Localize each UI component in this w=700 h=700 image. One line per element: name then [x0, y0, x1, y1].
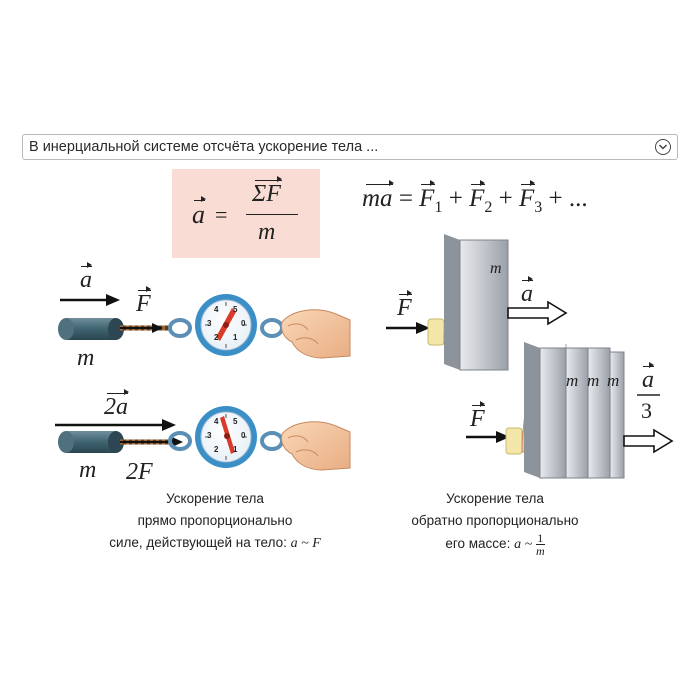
formula-right-lhs: ma [362, 179, 394, 212]
dial1-num-1: 1 [233, 333, 238, 342]
dial2-num-4: 4 [214, 417, 219, 426]
row2-mass-label: m [79, 457, 97, 483]
bottom-mass-2: m [587, 371, 600, 390]
row2-dynamometer [168, 406, 284, 468]
left-caption: Ускорение тела прямо пропорционально сил… [60, 488, 370, 555]
bottom-accel-num: a [642, 362, 655, 393]
top-force-arrow [386, 322, 430, 334]
formula-lhs: a [192, 195, 206, 229]
dial2-num-2: 2 [214, 445, 219, 454]
row2-hand [281, 421, 351, 471]
formula-right-eq: = [398, 185, 413, 212]
formula-right-tail: + ... [548, 185, 588, 212]
force-term-2-sub: 2 [484, 199, 493, 216]
force-term-1: F [419, 179, 436, 212]
formula-denominator: m [258, 219, 276, 245]
formula-fraction-bar [246, 214, 298, 215]
dropdown-text: В инерциальной системе отсчёта ускорение… [29, 139, 379, 155]
dial1-num-5: 5 [233, 305, 238, 314]
bottom-accel-den: 3 [641, 398, 652, 423]
dial2-num-0: 0 [241, 431, 246, 440]
dial1-num-4: 4 [214, 305, 219, 314]
right-caption-line2: обратно пропорционально [411, 513, 579, 528]
force-term-3-sub: 3 [534, 199, 543, 216]
newton-formula-box [172, 169, 320, 258]
right-relation-fraction: 1 m [535, 531, 545, 558]
bottom-accel-arrow [623, 428, 674, 454]
row1-dynamometer [168, 294, 284, 356]
dial2-num-5: 5 [233, 417, 238, 426]
right-caption: Ускорение тела обратно пропорционально е… [345, 488, 645, 557]
formula-eq: = [215, 202, 228, 227]
formula-numerator: ΣF [252, 176, 282, 207]
left-relation: a ~ F [290, 536, 321, 551]
row2-accel-label: 2a [104, 389, 129, 420]
bottom-panels [524, 342, 625, 479]
row2-puck [58, 431, 124, 453]
dial1-num-3: 3 [207, 319, 212, 328]
row1-hand [281, 309, 351, 359]
right-relation-den: m [535, 544, 545, 558]
dial2-num-3: 3 [207, 431, 212, 440]
right-relation-num: 1 [537, 531, 544, 545]
bottom-force-label: F [470, 401, 485, 432]
top-accel-arrow [507, 300, 568, 326]
row1-force-arrow [120, 323, 163, 333]
formula-right: ma = F1 + F2 + F3 + ... [362, 179, 588, 216]
row1-mass-label: m [77, 345, 95, 371]
formula-right-plus-2: + [498, 185, 513, 212]
top-mass-label: m [490, 260, 502, 277]
row2-force-label: 2F [126, 459, 153, 485]
row1-accel-label: a [80, 262, 93, 293]
dial1-num-2: 2 [214, 333, 219, 342]
right-caption-line3: его массе: a ~ 1 m [445, 531, 545, 558]
bottom-mass-1: m [566, 371, 579, 390]
formula-right-plus-1: + [448, 185, 463, 212]
row1-force-label: F [136, 286, 151, 317]
row1-puck [58, 318, 124, 340]
chevron-down-icon[interactable] [655, 139, 671, 155]
right-caption-line1: Ускорение тела [446, 491, 544, 506]
top-force-label: F [397, 290, 412, 321]
dial1-num-0: 0 [241, 319, 246, 328]
right-relation-lhs: a ~ [514, 537, 533, 553]
force-term-3: F [518, 179, 536, 212]
force-term-1-sub: 1 [434, 199, 443, 216]
left-caption-line3: силе, действующей на тело: a ~ F [109, 535, 321, 551]
bottom-force-arrow [466, 431, 510, 443]
force-term-2: F [469, 179, 486, 212]
left-caption-line1: Ускорение тела [166, 491, 264, 506]
question-dropdown[interactable]: В инерциальной системе отсчёта ускорение… [22, 134, 678, 160]
left-caption-line2: прямо пропорционально [137, 513, 293, 528]
top-panel [444, 234, 509, 371]
dial2-num-1: 1 [233, 445, 238, 454]
bottom-mass-3: m [607, 371, 620, 390]
top-accel-label: a [521, 276, 534, 307]
row2-accel-arrow [55, 419, 176, 431]
row1-accel-arrow [60, 294, 120, 306]
